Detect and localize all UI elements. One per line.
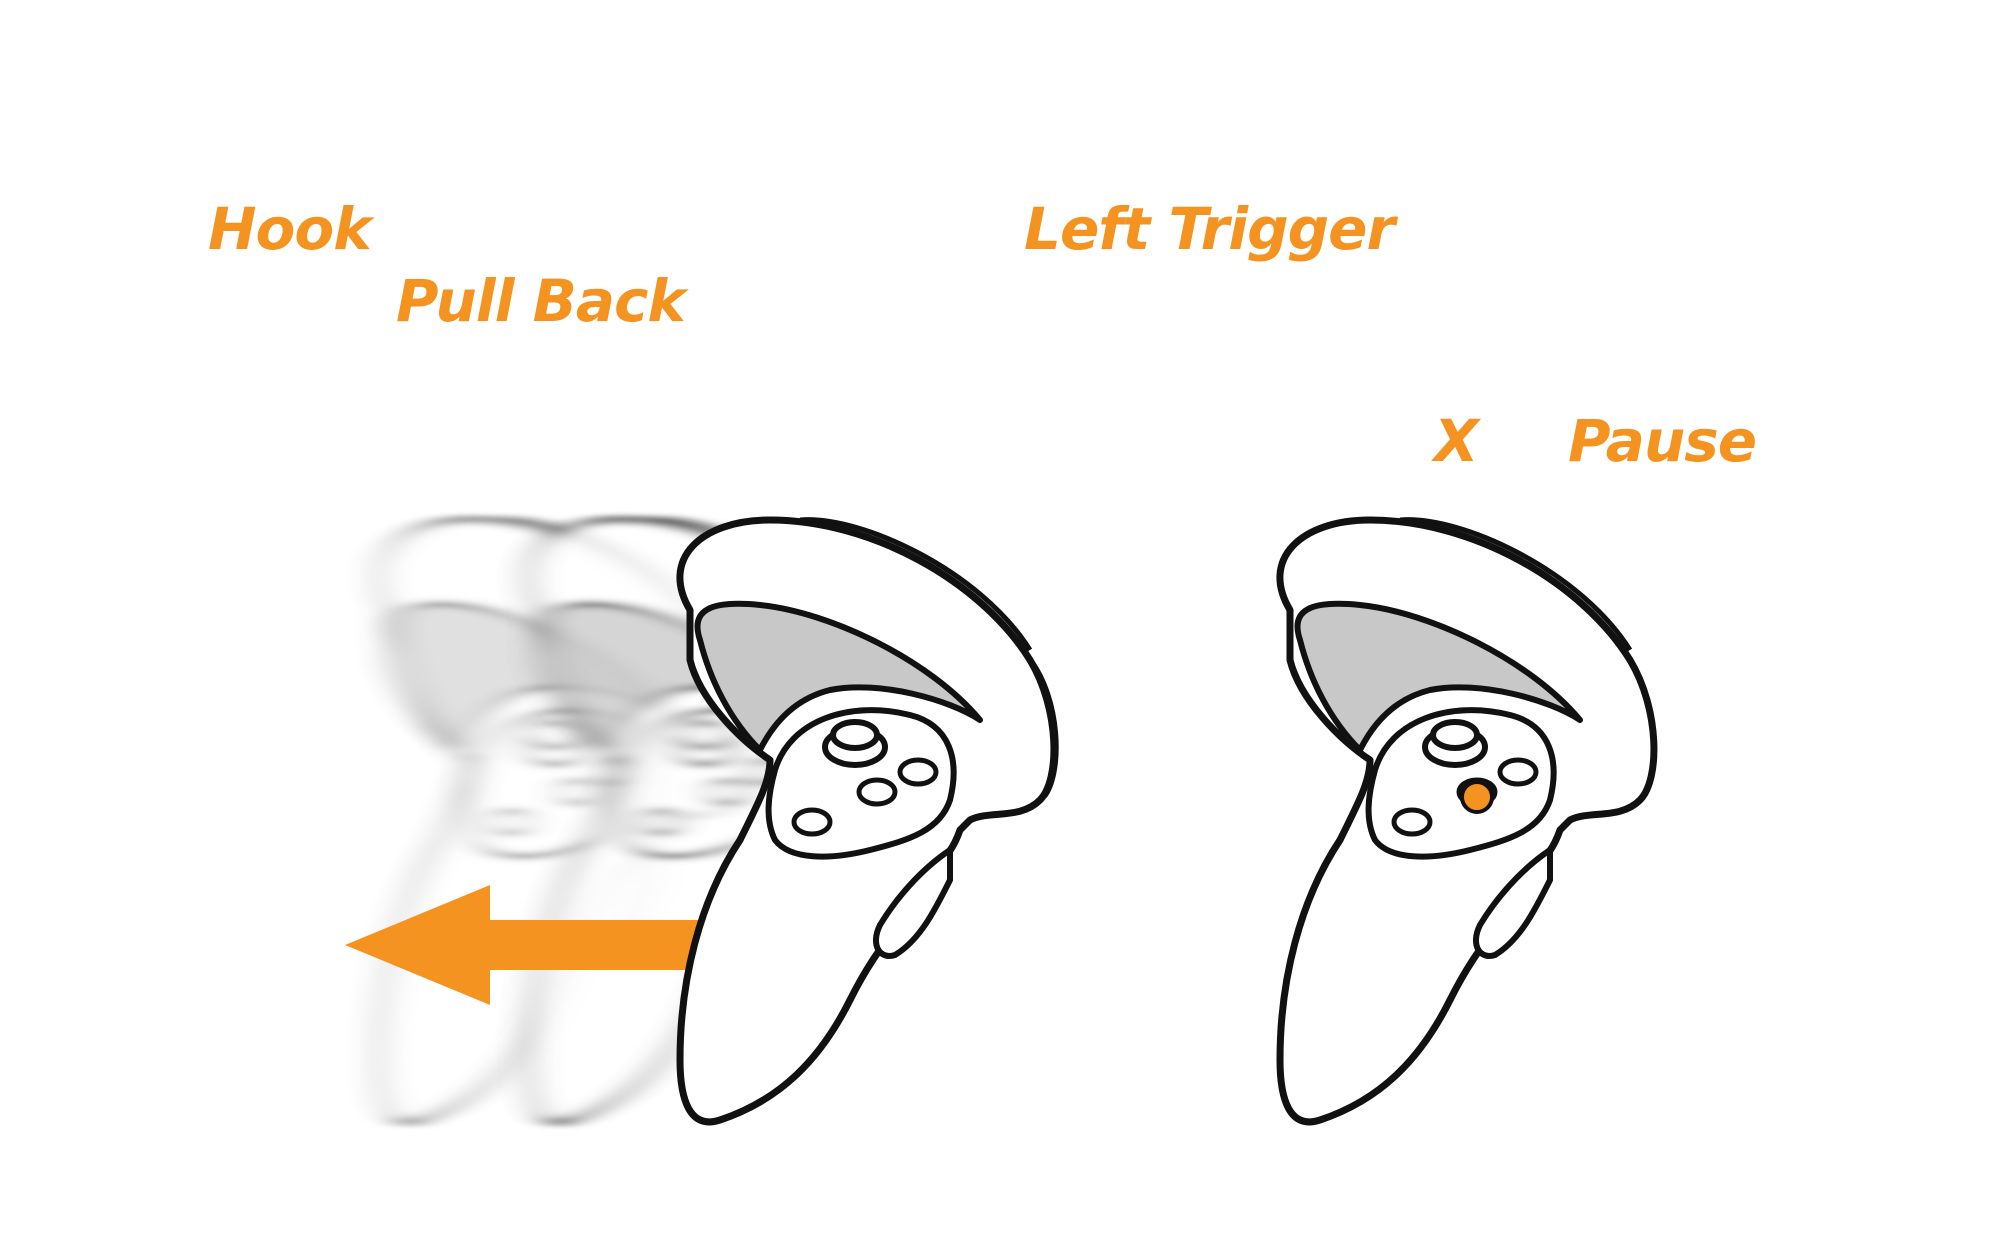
x-button-label: X <box>1434 407 1479 475</box>
arrow-left-icon <box>345 885 700 1005</box>
pull-back-label: Pull Back <box>396 267 686 335</box>
left-trigger-label: Left Trigger <box>1024 195 1395 263</box>
vr-controller-icon-right <box>1280 520 1654 1122</box>
pause-label: Pause <box>1568 407 1757 475</box>
vr-controller-icon <box>680 520 1059 1122</box>
x-button-highlight <box>1460 780 1494 814</box>
hook-label: Hook <box>208 195 372 263</box>
